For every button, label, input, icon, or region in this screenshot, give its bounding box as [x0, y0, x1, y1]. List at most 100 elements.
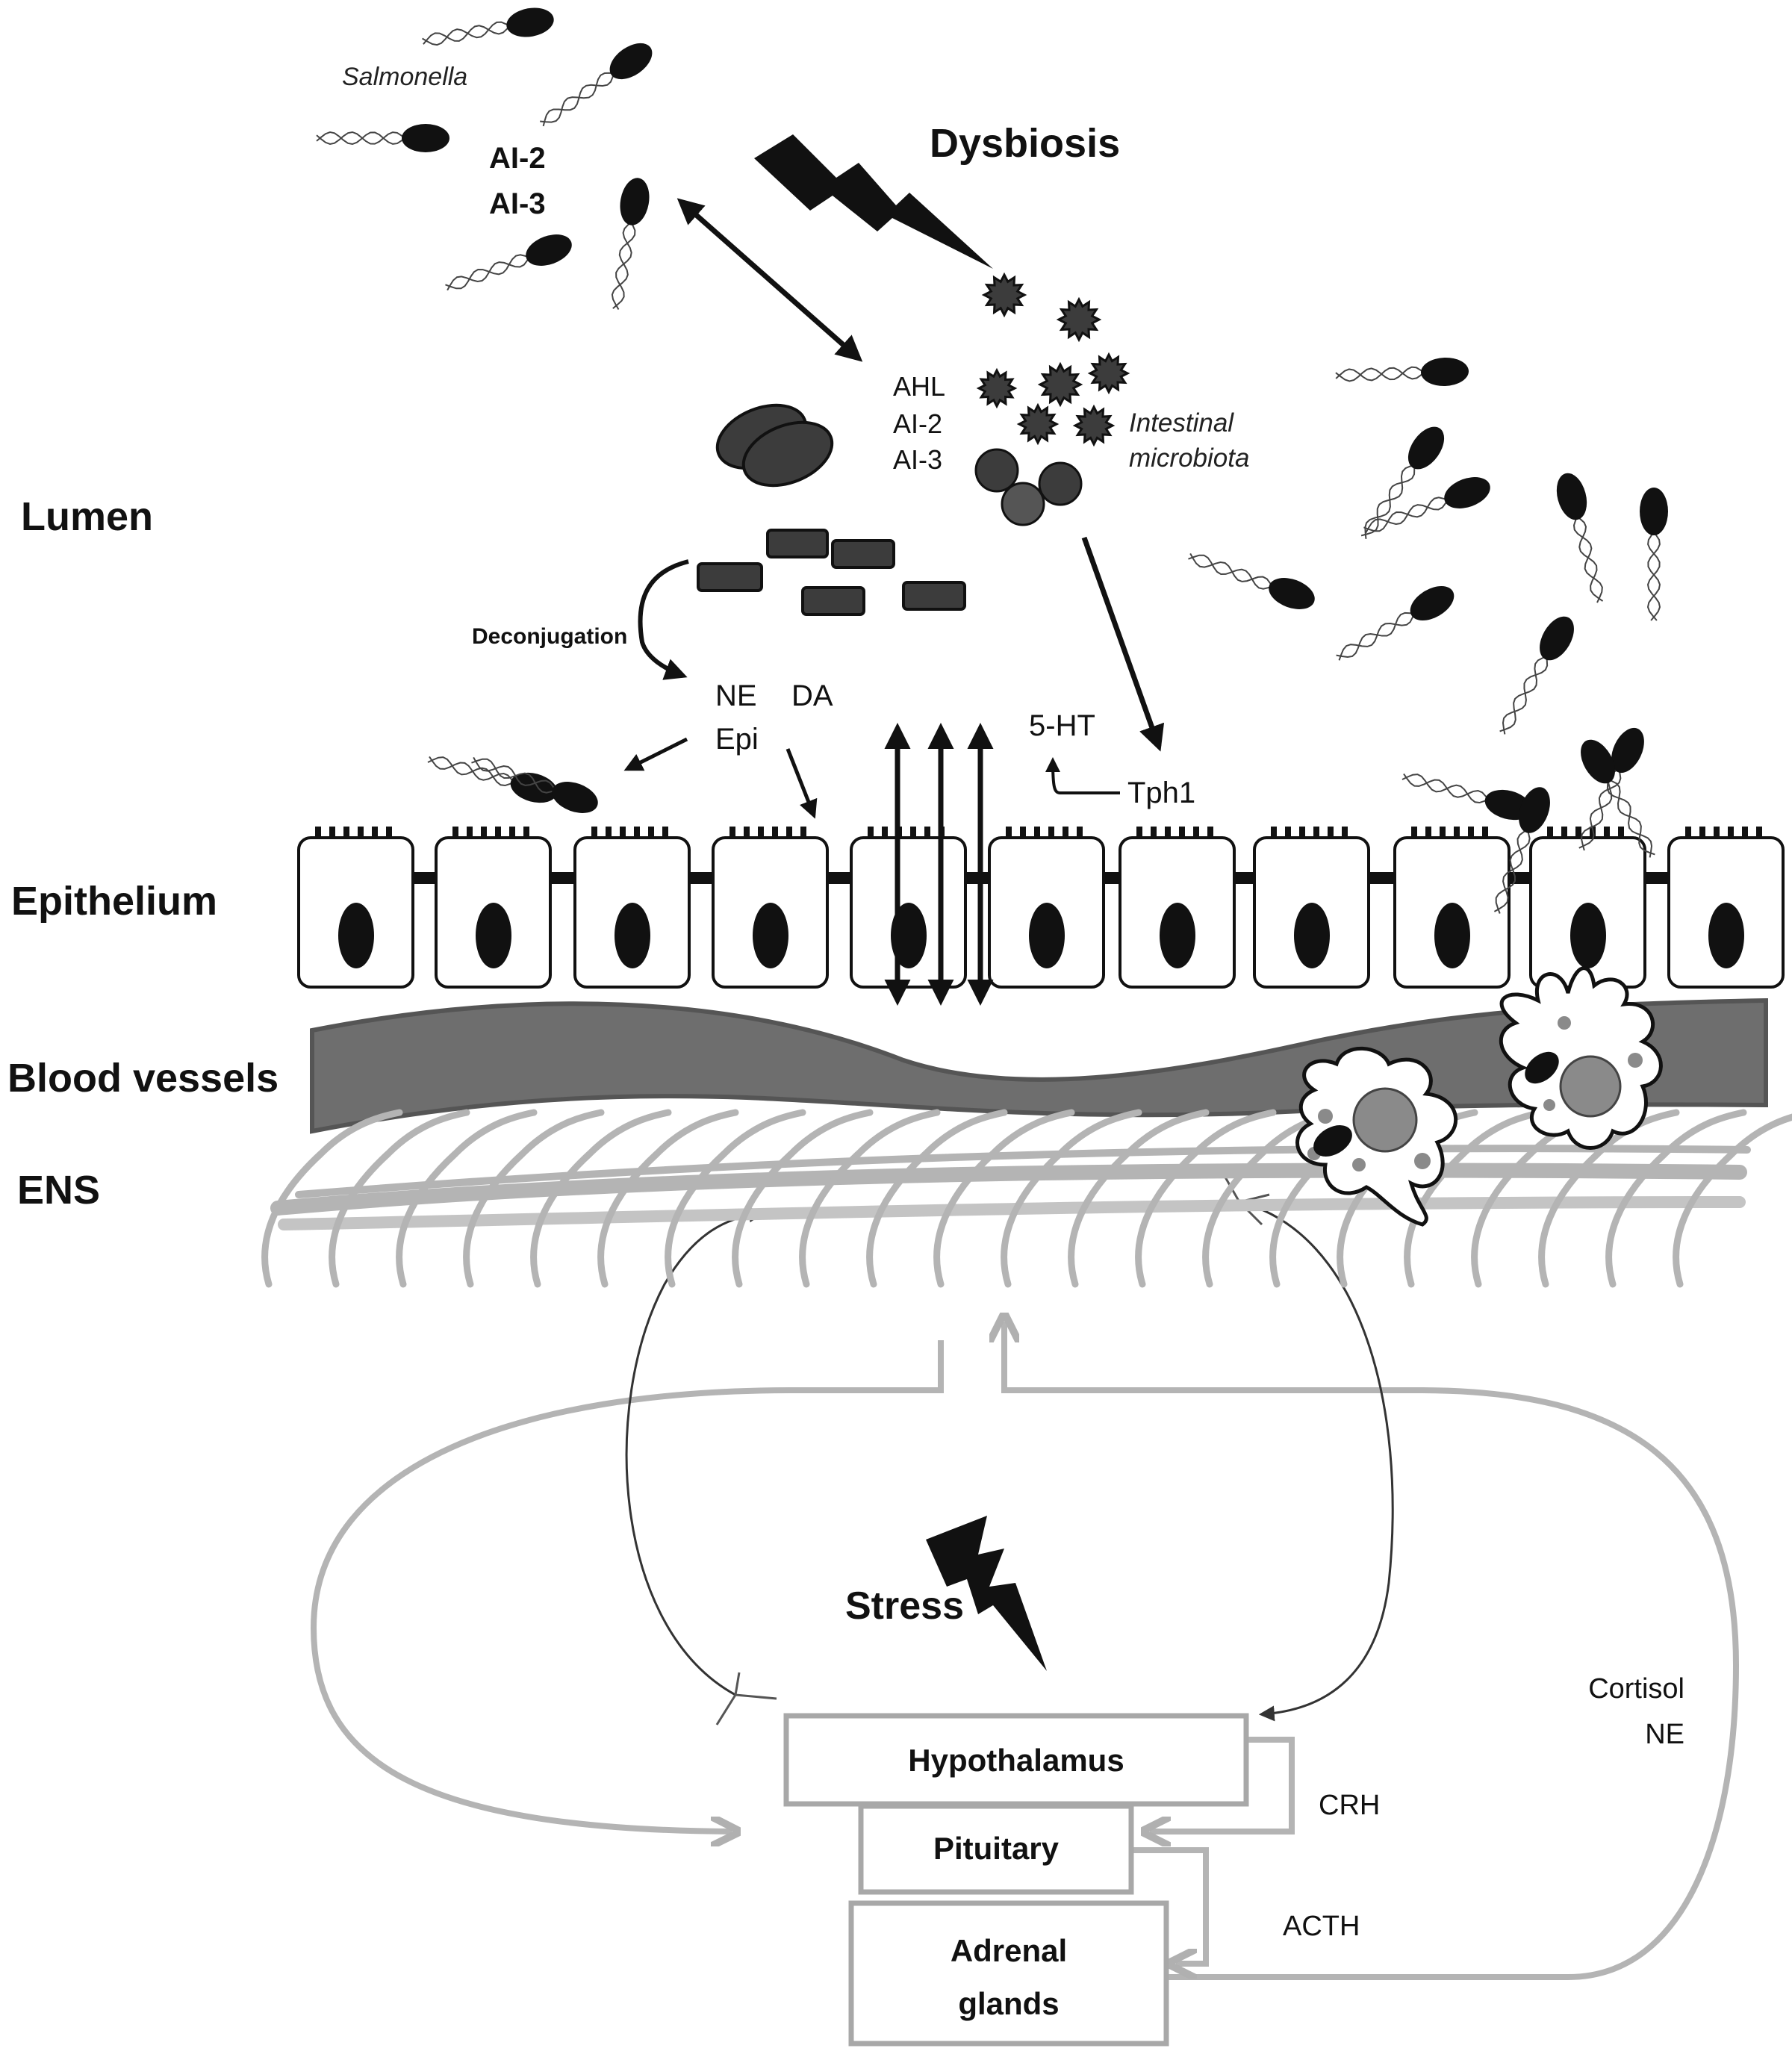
- dysbiosis-label: Dysbiosis: [930, 121, 1120, 166]
- hypothalamus-box: [783, 1713, 1249, 1807]
- hpa-ne-label: NE: [1645, 1719, 1684, 1750]
- bacterium: [1363, 477, 1490, 534]
- nerve-fiber: [1404, 1109, 1546, 1288]
- microbiota-cell: [1072, 404, 1116, 447]
- nerve-fiber: [597, 1109, 739, 1288]
- nerve-fiber: [530, 1109, 672, 1288]
- nerve-fiber: [1068, 1109, 1210, 1288]
- vagal-nerve-arrows: [625, 1175, 1394, 1725]
- tph1-to-5ht-arrow: [1045, 757, 1120, 794]
- pituitary-box: [858, 1803, 1134, 1895]
- bacterium: [1360, 426, 1445, 539]
- bacterium: [611, 178, 650, 310]
- epithelial-cell: [1119, 827, 1236, 989]
- deconjugation-arrow: [638, 559, 689, 680]
- serotonin-label: 5-HT: [1029, 709, 1095, 742]
- nerve-fiber: [1605, 1109, 1747, 1288]
- salmonella-signal-ai3: AI-3: [489, 187, 546, 220]
- adrenal-label-2: glands: [958, 1986, 1059, 2021]
- nerve-fiber: [261, 1109, 403, 1288]
- nerve-fiber: [329, 1109, 470, 1288]
- acth-label: ACTH: [1283, 1911, 1360, 1942]
- quorum-sensing-arrow: [676, 198, 863, 362]
- epithelial-cell: [1253, 827, 1370, 989]
- microbiota-cell: [976, 367, 1018, 409]
- intestinal-microbiota-label-1: Intestinal: [1129, 408, 1234, 438]
- intestinal-microbiota-label-2: microbiota: [1129, 444, 1249, 473]
- bacterium: [1336, 586, 1455, 661]
- bacterium: [1556, 473, 1604, 603]
- salmonella-label: Salmonella: [342, 63, 467, 91]
- stress-lightning-icon: [926, 1516, 1047, 1671]
- enteric-nervous-system: [261, 1109, 1792, 1288]
- bacteria-group: [316, 7, 1668, 914]
- bacterium: [422, 7, 554, 46]
- bacterium: [1640, 488, 1668, 621]
- epithelial-cell: [297, 827, 414, 989]
- bacterium: [1335, 357, 1469, 387]
- microbiota-cell: [1037, 361, 1083, 408]
- salmonella-signal-ai2: AI-2: [489, 142, 546, 175]
- microbiota-cell: [981, 272, 1027, 318]
- macrophages: [1295, 966, 1663, 1227]
- adrenal-label-1: Adrenal: [951, 1933, 1067, 1968]
- epithelial-cell: [850, 827, 967, 989]
- crh-label: CRH: [1319, 1790, 1380, 1821]
- bacterium: [445, 234, 572, 291]
- pituitary-label: Pituitary: [933, 1831, 1060, 1866]
- region-labels: Lumen Epithelium Blood vessels ENS: [7, 494, 279, 1213]
- hypothalamus-label: Hypothalamus: [908, 1743, 1124, 1778]
- bacterium: [427, 756, 558, 803]
- nerve-fiber: [866, 1109, 1008, 1288]
- epithelial-cell: [435, 827, 552, 989]
- nerve-fiber: [799, 1109, 941, 1288]
- bacterium: [316, 124, 449, 152]
- stress-label: Stress: [845, 1584, 964, 1628]
- nerve-fiber: [1135, 1109, 1277, 1288]
- epithelial-cell: [712, 827, 829, 989]
- nerve-fiber: [933, 1109, 1075, 1288]
- ne-to-salmonella-arrow: [623, 737, 688, 771]
- bacterium: [1581, 739, 1655, 858]
- epithelial-cell: [1529, 827, 1646, 989]
- nerve-fiber: [1673, 1113, 1792, 1288]
- nerve-fiber: [732, 1109, 874, 1288]
- intestinal-microbiota-cluster: [974, 272, 1130, 526]
- dysbiosis-lightning-icon: [754, 134, 993, 269]
- blood-vessels-label: Blood vessels: [7, 1056, 279, 1101]
- microbiota-cell: [1016, 402, 1060, 446]
- microbiota-signal-ai2: AI-2: [893, 408, 942, 439]
- microbiota-cell: [1056, 296, 1102, 343]
- ne-label: NE: [715, 679, 757, 712]
- bacterium: [1493, 787, 1550, 914]
- lumen-label: Lumen: [21, 494, 153, 539]
- microbiota-tph1-arrow: [1081, 536, 1165, 752]
- hpa-feedback-loops: [310, 1322, 1740, 1980]
- epithelial-cell: [1667, 827, 1785, 989]
- epithelial-cell: [573, 827, 691, 989]
- epithelium-layer: [297, 827, 1785, 989]
- bacterium: [1188, 553, 1315, 609]
- epithelial-cell: [1393, 827, 1511, 989]
- bacterium: [1401, 773, 1532, 821]
- microbiota-signal-ai3: AI-3: [893, 444, 942, 475]
- bacterium: [540, 43, 653, 127]
- epithelial-cell: [988, 827, 1105, 989]
- translocation-arrows: [884, 723, 994, 1006]
- microbiota-cell: [1087, 352, 1130, 395]
- tph1-label: Tph1: [1127, 777, 1195, 809]
- microbiota-signal-ahl: AHL: [893, 371, 945, 402]
- cortisol-label: Cortisol: [1588, 1673, 1684, 1705]
- bacterium: [471, 756, 598, 813]
- hpa-labels: Stress Hypothalamus Pituitary Adrenal gl…: [845, 1584, 1684, 2021]
- nerve-fiber: [463, 1109, 605, 1288]
- adrenal-glands-box: [848, 1900, 1169, 2047]
- nerve-fiber: [665, 1109, 806, 1288]
- deconjugation-label: Deconjugation: [472, 624, 627, 649]
- lumen-labels: Dysbiosis Salmonella AI-2 AI-3 AHL AI-2 …: [342, 63, 1249, 809]
- nerve-fiber: [396, 1109, 538, 1288]
- epi-to-epithelium-arrow: [785, 748, 818, 819]
- bacterium: [1499, 616, 1574, 735]
- da-label: DA: [791, 679, 833, 712]
